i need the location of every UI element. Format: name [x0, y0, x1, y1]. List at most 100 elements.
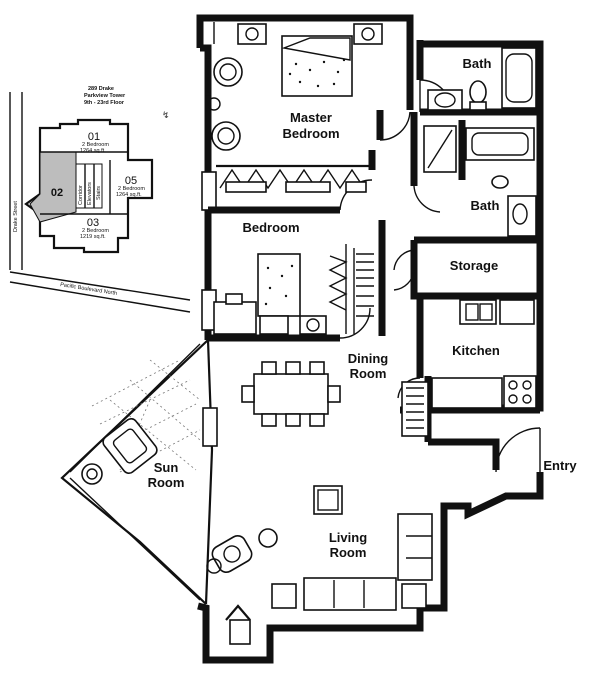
room-label-dining-room: Room [350, 366, 387, 381]
room-labels: Master Bedroom Bath Bath Bedroom Storage… [148, 56, 578, 560]
end-table [271, 583, 297, 609]
dining-furniture [241, 361, 341, 427]
chair [285, 361, 301, 375]
closet-rods [345, 244, 355, 334]
floor-pattern [91, 359, 201, 473]
burner-icon [508, 394, 518, 404]
bed-pillow [281, 37, 351, 61]
core-label-elevators: Elevators [87, 182, 93, 205]
wall-south [197, 472, 544, 664]
bay-window [225, 604, 251, 621]
unit-number: 03 [87, 217, 99, 229]
chair [309, 413, 325, 427]
building-core [75, 163, 103, 209]
street-line [9, 271, 191, 301]
core-label-stairs: Stairs [96, 186, 102, 200]
unit-number: 02 [51, 187, 63, 199]
room-label-kitchen: Kitchen [452, 343, 500, 358]
chair [261, 361, 277, 375]
door-swing [393, 269, 415, 291]
unit-area: 1264 sq.ft. [116, 192, 142, 198]
sink-icon [512, 203, 528, 225]
room-label-sun-room: Sun [154, 460, 179, 475]
chair [261, 413, 277, 427]
sun-room-furniture [81, 359, 201, 485]
key-plan: Drake Street Pacific Boulevard North 289… [9, 86, 191, 313]
dresser [299, 315, 327, 335]
chair [241, 385, 255, 403]
toilet-tank [469, 101, 487, 111]
room-label-dining-room: Dining [348, 351, 388, 366]
side-table [207, 97, 221, 111]
door-swing [413, 185, 441, 213]
bathtub-basin [505, 53, 533, 103]
burner-icon [508, 380, 518, 390]
side-table [81, 463, 103, 485]
kitchen-fixtures [401, 299, 537, 437]
chair [309, 361, 325, 375]
armchair-seat [219, 63, 237, 81]
entry-door-swing [495, 427, 541, 473]
master-bedroom-furniture [204, 23, 383, 193]
room-label-entry: Entry [543, 458, 577, 473]
armchair [211, 121, 241, 151]
nightstand [353, 23, 383, 45]
lamp-icon [361, 27, 375, 41]
range [503, 375, 537, 409]
bath1-fixtures [427, 47, 537, 111]
armchair-seat [217, 127, 235, 145]
unit-desc: 2 Bedroom [118, 186, 145, 192]
bay-window-pier [229, 619, 251, 645]
sink-basin [479, 303, 493, 321]
interior-walls [208, 44, 540, 470]
end-table [401, 583, 427, 609]
toilet-icon [469, 80, 487, 104]
building-outline [24, 118, 154, 254]
living-furniture [206, 485, 433, 611]
desk [213, 301, 257, 335]
room-label-living-room: Living [329, 530, 367, 545]
core-label-corridor: Corridor [78, 185, 84, 205]
wall-entry [428, 438, 500, 470]
lounge-chair [102, 417, 158, 475]
closet-shelf [345, 181, 367, 193]
room-label-bath: Bath [463, 56, 492, 71]
closet-shelf [225, 181, 267, 193]
sun-room-partition [204, 339, 214, 605]
armchair [213, 57, 243, 87]
loveseat [397, 513, 433, 581]
burner-icon [522, 380, 532, 390]
bed-pattern [288, 58, 346, 88]
lamp-icon [245, 27, 259, 41]
chair [327, 385, 341, 403]
closet-hangers [356, 253, 374, 317]
unit-desc: 2 Bedroom [82, 228, 109, 234]
unit-desc: 2 Bedroom [82, 142, 109, 148]
unit-number: 01 [88, 131, 100, 143]
toilet-icon [491, 175, 509, 189]
lamp-icon [206, 558, 222, 574]
room-label-master-bedroom: Bedroom [282, 126, 339, 141]
sink-icon [434, 92, 456, 108]
room-label-master-bedroom: Master [290, 110, 332, 125]
wall-storage [410, 240, 540, 300]
vanity [507, 195, 537, 237]
column [201, 171, 217, 211]
vanity [427, 89, 463, 111]
bed-pattern [264, 264, 294, 306]
sun-room-glazing [60, 339, 209, 605]
unit-area: 1219 sq.ft. [80, 234, 106, 240]
bath2-fixtures [423, 125, 537, 237]
room-label-living-room: Room [330, 545, 367, 560]
sink-basin [465, 303, 479, 321]
window [204, 58, 212, 96]
pantry [401, 381, 429, 437]
street-label-drake: Drake Street [13, 201, 19, 232]
bathtub-basin [471, 132, 529, 156]
column [202, 407, 218, 447]
unit-area: 1264 sq.ft. [80, 148, 106, 154]
room-label-sun-room: Room [148, 475, 185, 490]
door-swing [393, 249, 415, 271]
lamp-icon [86, 468, 98, 480]
room-label-storage: Storage [450, 258, 498, 273]
